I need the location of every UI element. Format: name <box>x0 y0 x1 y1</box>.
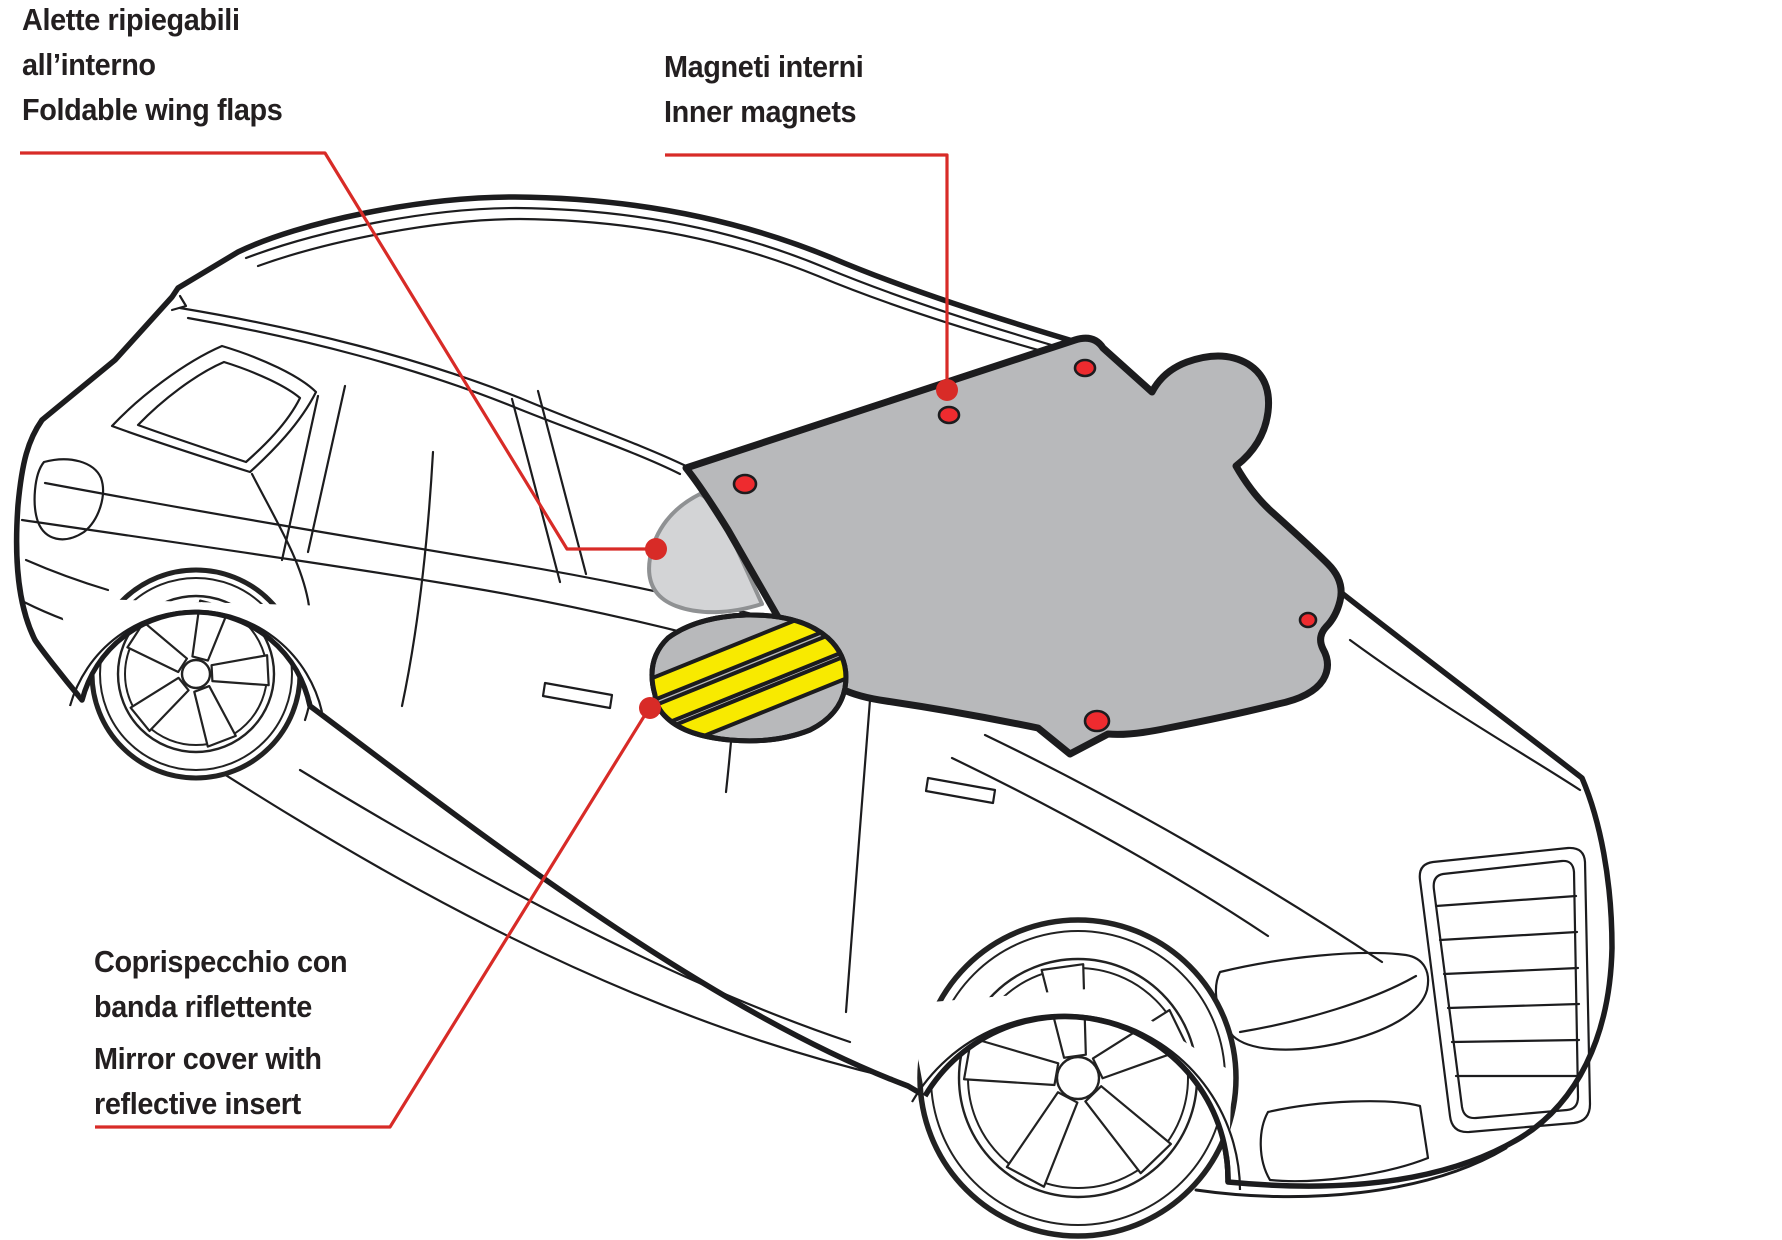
front-wheel <box>917 917 1239 1239</box>
magnet-dot <box>732 473 758 495</box>
label-mirror: Coprispecchio con banda riflettente Mirr… <box>94 939 348 1126</box>
leader-mirror <box>95 709 650 1129</box>
door-handles <box>541 681 997 805</box>
rear-fender-patch <box>58 598 332 706</box>
magnet-dot <box>937 405 961 425</box>
roof-lines <box>170 206 1088 364</box>
wheel-spoke <box>193 684 237 748</box>
bumper-details <box>1194 1100 1508 1199</box>
leader-lines <box>20 151 949 1129</box>
rear-wheel <box>89 567 303 781</box>
front-wheel-arch-inner <box>911 1013 1242 1191</box>
reflective-stripe <box>651 614 846 705</box>
label-wing-flaps-it-2: all’interno <box>22 47 156 82</box>
mirror-cover <box>649 612 849 744</box>
tail-light <box>33 458 105 541</box>
rear-wheel-arch <box>79 609 313 707</box>
magnet-dots <box>732 358 1318 733</box>
front-grille <box>1418 846 1592 1134</box>
leader-dots <box>639 379 958 719</box>
front-door-handle <box>924 776 997 805</box>
label-mirror-en-1: Mirror cover with <box>94 1041 322 1076</box>
magnet-dot <box>1298 611 1318 629</box>
label-wing-flaps: Alette ripiegabili all’interno Foldable … <box>22 0 283 132</box>
rear-wheel-arch-inner <box>68 609 324 713</box>
wheel-spoke <box>1005 1091 1079 1188</box>
rear-quarter-window <box>110 344 318 474</box>
leader-wing-flaps <box>20 151 650 551</box>
leader-endpoint-dot <box>639 697 661 719</box>
label-wing-flaps-it-1: Alette ripiegabili <box>22 2 240 37</box>
mirror-cover-outline-redraw <box>649 612 849 744</box>
wheel-spoke <box>210 654 270 687</box>
label-magnets-it: Magneti interni <box>664 49 864 84</box>
wheel-spoke <box>1084 1085 1173 1175</box>
window-top-edge <box>178 306 688 476</box>
cover-shape <box>682 334 1345 758</box>
front-wheel-arch <box>922 1013 1231 1183</box>
rear-door-handle <box>541 681 614 710</box>
leader-magnets <box>665 153 949 386</box>
label-mirror-it-2: banda riflettente <box>94 989 312 1024</box>
b-pillar <box>510 389 588 584</box>
reflective-stripe <box>651 616 846 739</box>
label-mirror-it-1: Coprispecchio con <box>94 944 348 979</box>
magnet-dot <box>1073 358 1097 378</box>
rear-hub <box>180 658 212 690</box>
magnet-dot <box>1083 709 1111 733</box>
hood-lines <box>950 638 1582 964</box>
label-magnets-en: Inner magnets <box>664 94 857 129</box>
label-mirror-en-2: reflective insert <box>94 1086 301 1121</box>
front-wheel-spokes <box>962 963 1189 1188</box>
label-wing-flaps-en: Foldable wing flaps <box>22 92 283 127</box>
air-intake <box>1259 1100 1430 1183</box>
label-magnets: Magneti interni Inner magnets <box>664 44 864 134</box>
wheel-spoke <box>129 676 190 733</box>
front-hub <box>1055 1055 1101 1101</box>
leader-endpoint-dot <box>936 379 958 401</box>
leader-endpoint-dot <box>645 538 667 560</box>
c-pillar <box>280 384 347 562</box>
windscreen-cover <box>682 334 1345 758</box>
